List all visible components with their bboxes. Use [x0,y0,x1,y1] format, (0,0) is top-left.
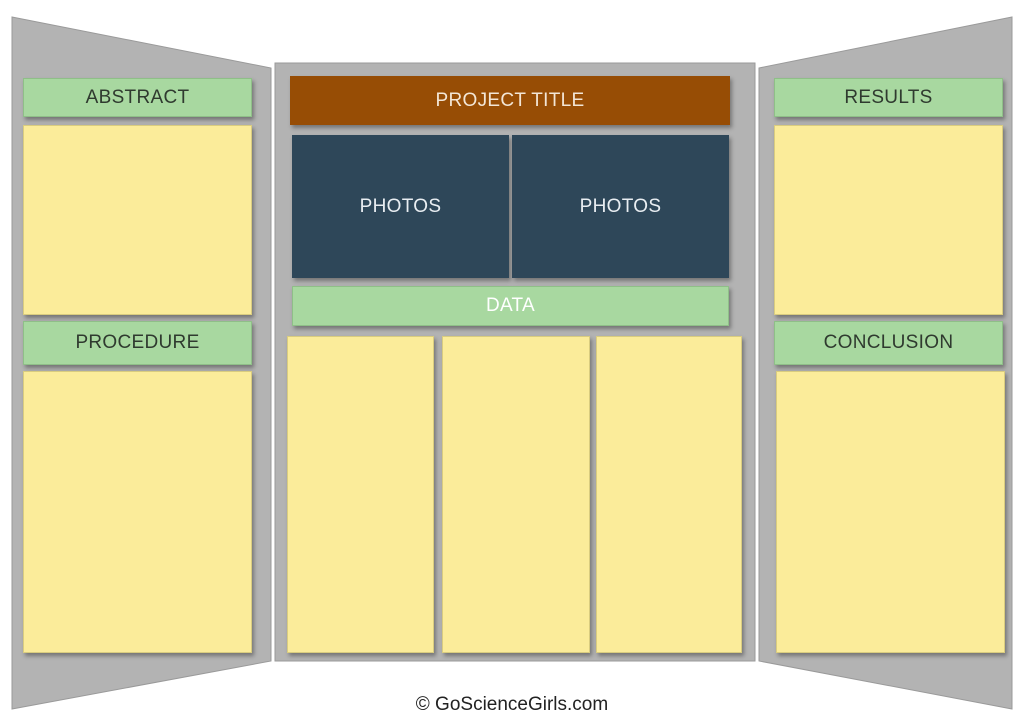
data-header: DATA [292,286,729,326]
procedure-note [23,371,252,653]
copyright-credit: © GoScienceGirls.com [415,694,609,715]
data-note-3 [596,336,742,653]
data-note-1 [287,336,434,653]
abstract-note [23,125,252,315]
results-note [774,125,1003,315]
procedure-header: PROCEDURE [23,321,252,365]
conclusion-header: CONCLUSION [774,321,1003,365]
abstract-header: ABSTRACT [23,78,252,117]
results-header: RESULTS [774,78,1003,117]
project-title-banner: PROJECT TITLE [290,76,730,125]
photos-box-right: PHOTOS [512,135,729,278]
photos-box-left: PHOTOS [292,135,509,278]
conclusion-note [776,371,1005,653]
data-note-2 [442,336,590,653]
